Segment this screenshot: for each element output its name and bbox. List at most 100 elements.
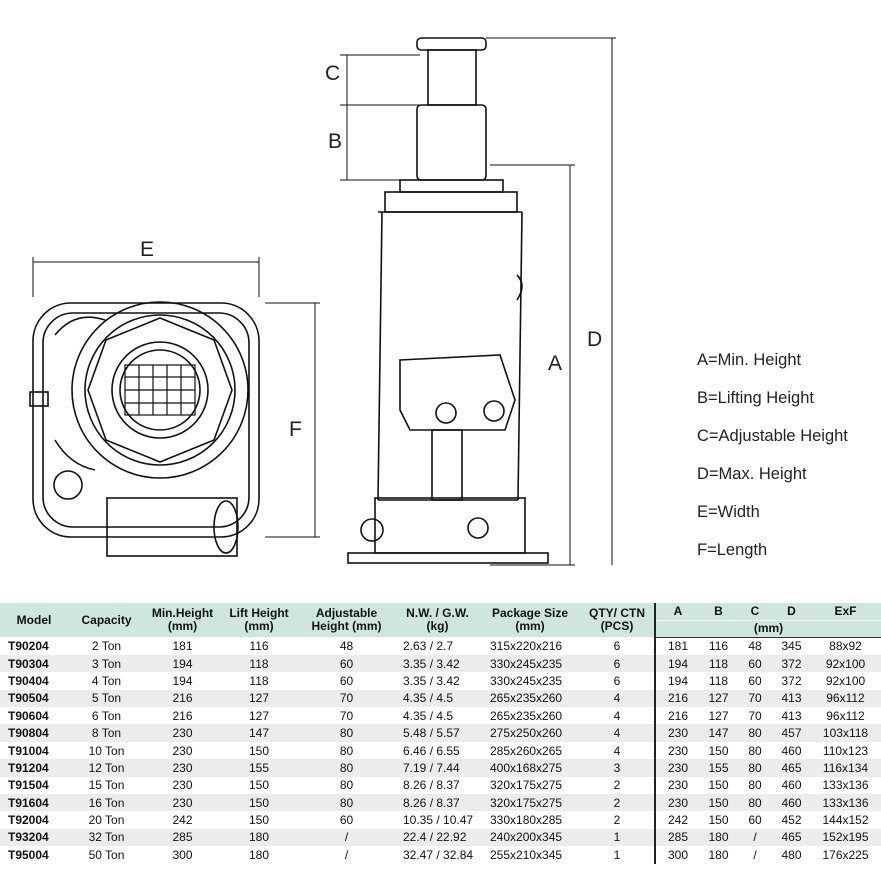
cell-package-size: 400x168x275 bbox=[480, 759, 580, 777]
cell-adjustable-height: 70 bbox=[339, 708, 354, 723]
cell-a: 285 bbox=[654, 828, 700, 847]
cell-c: 60 bbox=[737, 654, 773, 673]
cell-c: 60 bbox=[748, 813, 762, 828]
cell-qty-ctn: 2 bbox=[613, 813, 621, 828]
legend-c: C=Adjustable Height bbox=[697, 427, 848, 445]
header-d: D bbox=[773, 603, 810, 620]
dimension-lines bbox=[32, 37, 616, 566]
cell-package-size: 240x200x345 bbox=[480, 828, 580, 847]
cell-exf: 96x112 bbox=[826, 708, 865, 723]
cell-d: 457 bbox=[773, 724, 810, 742]
cell-weight: 7.19 / 7.44 bbox=[395, 759, 480, 777]
cell-a: 216 bbox=[654, 689, 700, 708]
cell-min-height: 194 bbox=[145, 654, 220, 673]
cell-b: 150 bbox=[708, 743, 729, 758]
cell-min-height: 285 bbox=[145, 828, 220, 847]
cell-model: T90504 bbox=[0, 689, 68, 708]
cell-package-size: 265x235x260 bbox=[480, 689, 580, 708]
dimension-label-a: A bbox=[548, 352, 563, 375]
cell-model: T91604 bbox=[0, 794, 68, 812]
header-weight: N.W. / G.W. (kg) bbox=[395, 603, 480, 637]
cell-d: 452 bbox=[781, 813, 802, 828]
cell-a: 216 bbox=[654, 707, 700, 725]
cell-adjustable-height: 80 bbox=[298, 724, 395, 742]
cell-lift-height: 118 bbox=[249, 673, 269, 688]
cell-adjustable-height: / bbox=[298, 828, 395, 847]
cell-capacity: 32 Ton bbox=[68, 828, 145, 847]
cell-min-height: 242 bbox=[172, 813, 193, 828]
cell-min-height: 216 bbox=[172, 708, 193, 723]
cell-b: 118 bbox=[708, 673, 729, 688]
cell-d: 345 bbox=[781, 639, 802, 654]
cell-lift-height: 150 bbox=[248, 778, 270, 793]
cell-a: 181 bbox=[654, 637, 700, 655]
cell-weight: 5.48 / 5.57 bbox=[395, 724, 480, 742]
cell-exf: 133x136 bbox=[822, 778, 869, 793]
cell-qty-ctn: 6 bbox=[613, 673, 621, 688]
cell-b: 147 bbox=[700, 724, 737, 742]
cell-min-height: 230 bbox=[172, 743, 193, 758]
cell-weight: 8.26 / 8.37 bbox=[403, 778, 460, 793]
cell-exf: 96x112 bbox=[810, 689, 881, 708]
cell-b: 180 bbox=[708, 847, 729, 862]
cell-a: 230 bbox=[654, 776, 700, 795]
cell-d: 413 bbox=[781, 708, 802, 723]
cell-a: 194 bbox=[654, 672, 700, 690]
header-package-size: Package Size (mm) bbox=[480, 603, 580, 637]
cell-d: 372 bbox=[773, 654, 810, 673]
legend-e: E=Width bbox=[697, 503, 760, 521]
cell-lift-height: 127 bbox=[248, 708, 270, 723]
cell-package-size: 320x175x275 bbox=[490, 778, 563, 793]
cell-d: 372 bbox=[781, 673, 802, 688]
cell-adjustable-height: 60 bbox=[298, 654, 395, 673]
cell-exf: 103x118 bbox=[810, 724, 881, 742]
cell-capacity: 50 Ton bbox=[88, 847, 125, 862]
header-qty-ctn: QTY/ CTN (PCS) bbox=[580, 603, 655, 637]
cell-qty-ctn: 4 bbox=[580, 724, 655, 742]
cell-capacity: 4 Ton bbox=[91, 673, 122, 688]
cell-lift-height: 150 bbox=[248, 743, 270, 758]
cell-qty-ctn: 1 bbox=[613, 847, 621, 862]
cell-a: 230 bbox=[654, 741, 700, 760]
cell-lift-height: 180 bbox=[220, 828, 298, 847]
cell-c: 80 bbox=[748, 743, 762, 758]
cell-adjustable-height: 80 bbox=[339, 778, 354, 793]
cell-model: T90804 bbox=[0, 724, 68, 742]
cell-a: 242 bbox=[654, 811, 700, 829]
cell-c: 80 bbox=[737, 794, 773, 812]
cell-model: T93204 bbox=[0, 828, 68, 847]
cell-weight: 3.35 / 3.42 bbox=[395, 654, 480, 673]
cell-weight: 4.35 / 4.5 bbox=[395, 689, 480, 708]
cell-lift-height: 180 bbox=[248, 847, 270, 862]
cell-model: T90404 bbox=[8, 673, 49, 688]
cell-model: T92004 bbox=[8, 813, 49, 828]
cell-b: 150 bbox=[708, 778, 729, 793]
legend-d: D=Max. Height bbox=[697, 465, 807, 483]
cell-c: 80 bbox=[737, 724, 773, 742]
cell-adjustable-height: 70 bbox=[298, 689, 395, 708]
cell-exf: 144x152 bbox=[822, 813, 869, 828]
specification-table: Model Capacity Min.Height (mm) Lift Heig… bbox=[0, 603, 881, 864]
cell-c: 48 bbox=[748, 639, 762, 654]
cell-capacity: 10 Ton bbox=[88, 743, 125, 758]
header-capacity: Capacity bbox=[68, 603, 145, 637]
cell-capacity: 16 Ton bbox=[68, 794, 145, 812]
jack-technical-drawing bbox=[29, 37, 616, 566]
cell-d: 413 bbox=[773, 689, 810, 708]
cell-b: 127 bbox=[708, 708, 729, 723]
cell-min-height: 230 bbox=[145, 724, 220, 742]
jack-top-view bbox=[29, 301, 260, 557]
cell-model: T91204 bbox=[0, 759, 68, 777]
cell-package-size: 285x260x265 bbox=[490, 743, 563, 758]
cell-model: T90204 bbox=[8, 638, 49, 653]
cell-lift-height: 150 bbox=[248, 813, 270, 828]
cell-package-size: 275x250x260 bbox=[480, 724, 580, 742]
cell-qty-ctn: 2 bbox=[580, 794, 655, 812]
header-model: Model bbox=[0, 603, 68, 637]
cell-exf: 133x136 bbox=[810, 794, 881, 812]
